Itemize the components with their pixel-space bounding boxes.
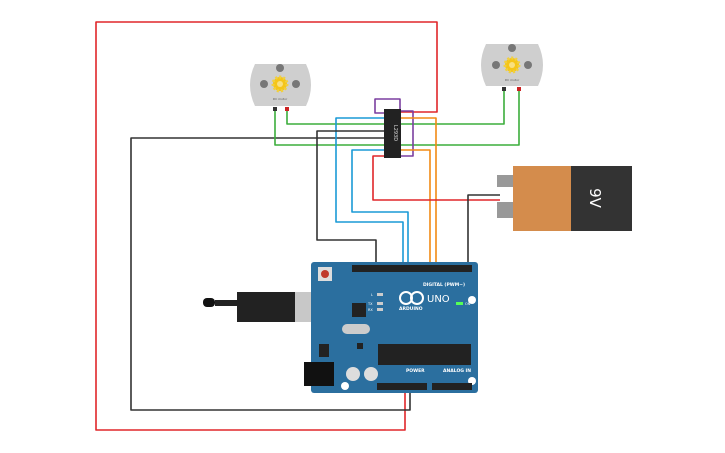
usb-cable: [203, 292, 325, 322]
wire-purple-1[interactable]: [374, 98, 401, 114]
digital-header-label: DIGITAL (PWM~): [423, 282, 465, 288]
analog-header[interactable]: [432, 383, 472, 390]
arduino-brand: ARDUINO: [399, 306, 423, 312]
arduino-uno-board[interactable]: DIGITAL (PWM~) ARDUINO UNO L TX RX ON PO…: [304, 262, 478, 393]
led-l: L: [371, 293, 373, 297]
wire-red-5v[interactable]: [95, 21, 438, 431]
motor-label: DC motor: [273, 97, 288, 101]
motor-left[interactable]: DC motor: [250, 64, 311, 111]
power-header[interactable]: [377, 383, 427, 390]
arduino-model: UNO: [427, 294, 450, 305]
l293d-chip[interactable]: L293D: [384, 109, 401, 158]
wire-black-battery[interactable]: [467, 194, 500, 268]
wire-orange-2[interactable]: [400, 149, 431, 268]
battery-9v[interactable]: 9V: [497, 166, 632, 231]
battery-label: 9V: [586, 188, 604, 209]
power-jack: [304, 362, 334, 386]
wire-blue-2[interactable]: [351, 149, 409, 268]
chip-label: L293D: [392, 125, 398, 141]
wire-blue-1[interactable]: [335, 117, 404, 268]
led-on: ON: [465, 302, 471, 306]
wires: [95, 21, 520, 431]
power-header-label: POWER: [406, 368, 425, 374]
led-tx: TX: [367, 302, 373, 306]
wire-purple-2[interactable]: [400, 110, 414, 157]
wire-orange-1[interactable]: [400, 117, 437, 268]
digital-header[interactable]: [352, 265, 472, 272]
motor-right[interactable]: DC motor: [481, 44, 543, 91]
motor-label: DC motor: [505, 78, 520, 82]
wire-red-battery[interactable]: [372, 155, 500, 201]
wire-black-gnd[interactable]: [130, 137, 411, 411]
led-rx: RX: [368, 308, 373, 312]
analog-header-label: ANALOG IN: [443, 368, 471, 374]
wire-black-2[interactable]: [316, 130, 385, 268]
